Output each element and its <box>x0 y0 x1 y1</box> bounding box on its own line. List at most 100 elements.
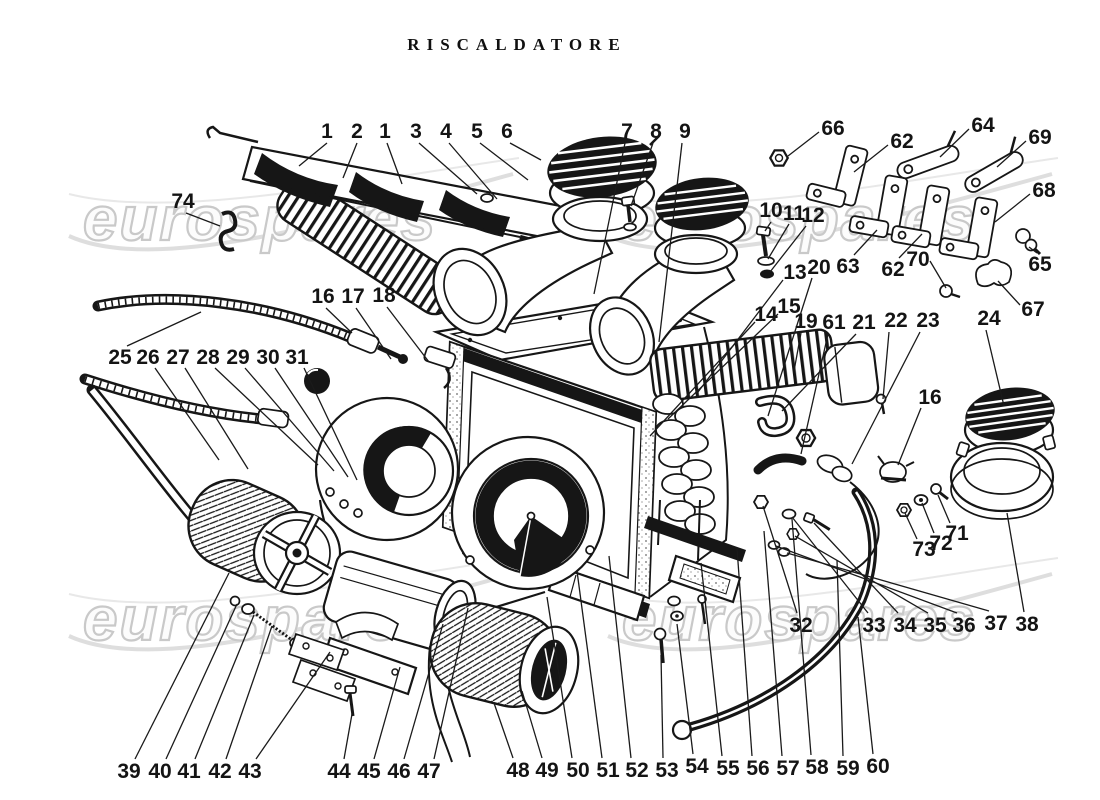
part-label-61[interactable]: 61 <box>822 311 846 334</box>
part-label-1[interactable]: 1 <box>321 120 333 143</box>
part-label-72[interactable]: 72 <box>929 532 952 555</box>
part-label-22[interactable]: 22 <box>884 309 907 332</box>
part-label-57[interactable]: 57 <box>776 757 799 780</box>
part-label-63[interactable]: 63 <box>836 255 859 278</box>
part-label-58[interactable]: 58 <box>805 756 829 779</box>
part-label-50[interactable]: 50 <box>566 759 589 782</box>
part-label-25[interactable]: 25 <box>108 346 132 369</box>
part-label-21[interactable]: 21 <box>852 311 876 334</box>
leader-line-66 <box>787 131 820 157</box>
leader-line-32 <box>762 505 798 614</box>
part-label-53[interactable]: 53 <box>655 759 678 782</box>
part-label-31[interactable]: 31 <box>285 346 309 369</box>
part-label-71[interactable]: 71 <box>945 522 969 545</box>
leader-line-47 <box>433 607 469 760</box>
leader-line-13 <box>697 279 784 393</box>
leader-line-56 <box>736 547 753 757</box>
part-label-66[interactable]: 66 <box>821 117 844 140</box>
motor-saddle <box>334 611 400 642</box>
part-label-35[interactable]: 35 <box>923 614 947 637</box>
leader-line-48 <box>493 702 514 759</box>
part-label-27[interactable]: 27 <box>166 346 189 369</box>
leader-line-30 <box>274 367 349 478</box>
part-label-26[interactable]: 26 <box>136 346 159 369</box>
part-label-60[interactable]: 60 <box>866 755 889 778</box>
part-label-12[interactable]: 12 <box>801 204 824 227</box>
part-label-62[interactable]: 62 <box>890 130 913 153</box>
part-label-20[interactable]: 20 <box>807 256 830 279</box>
part-label-16[interactable]: 16 <box>311 285 334 308</box>
part-label-73[interactable]: 73 <box>912 538 935 561</box>
part-label-13[interactable]: 13 <box>783 261 806 284</box>
part-label-51[interactable]: 51 <box>596 759 620 782</box>
part-label-42[interactable]: 42 <box>208 760 231 783</box>
part-label-24[interactable]: 24 <box>977 307 1001 330</box>
part-label-69[interactable]: 69 <box>1028 126 1051 149</box>
part-label-30[interactable]: 30 <box>256 346 279 369</box>
part-label-5[interactable]: 5 <box>471 120 483 143</box>
part-label-56[interactable]: 56 <box>746 757 769 780</box>
elbow-union <box>423 345 457 369</box>
part-label-9[interactable]: 9 <box>679 120 691 143</box>
part-label-37[interactable]: 37 <box>984 612 1007 635</box>
part-label-59[interactable]: 59 <box>836 757 859 780</box>
part-label-38[interactable]: 38 <box>1015 613 1039 636</box>
leader-line-52 <box>608 555 632 759</box>
part-label-45[interactable]: 45 <box>357 760 381 783</box>
part-label-55[interactable]: 55 <box>716 757 740 780</box>
leader-line-42 <box>225 625 273 760</box>
part-label-49[interactable]: 49 <box>535 759 558 782</box>
part-label-40[interactable]: 40 <box>148 760 171 783</box>
part-label-47[interactable]: 47 <box>417 760 440 783</box>
leader-line-29 <box>244 367 335 472</box>
part-label-46[interactable]: 46 <box>387 760 410 783</box>
part-label-68[interactable]: 68 <box>1032 179 1056 202</box>
part-label-1[interactable]: 1 <box>379 120 391 143</box>
leader-line-43 <box>255 651 331 760</box>
leader-line-71 <box>937 494 951 524</box>
part-label-54[interactable]: 54 <box>685 755 709 778</box>
part-label-36[interactable]: 36 <box>952 614 975 637</box>
part-label-64[interactable]: 64 <box>971 114 995 137</box>
part-label-16[interactable]: 16 <box>918 386 941 409</box>
part-label-67[interactable]: 67 <box>1021 298 1044 321</box>
bolt-70 <box>939 284 953 298</box>
part-label-23[interactable]: 23 <box>916 309 939 332</box>
leader-line-31 <box>303 367 358 481</box>
part-label-4[interactable]: 4 <box>440 120 452 143</box>
intake-duct-2 <box>589 257 736 376</box>
part-label-3[interactable]: 3 <box>410 120 422 143</box>
duct-mouth-inner <box>443 259 497 325</box>
part-label-15[interactable]: 15 <box>777 295 801 318</box>
part-label-28[interactable]: 28 <box>196 346 220 369</box>
part-label-70[interactable]: 70 <box>906 248 929 271</box>
part-label-18[interactable]: 18 <box>372 284 396 307</box>
hose-clamps-hooks <box>753 394 817 475</box>
leader-line-14 <box>649 321 756 437</box>
part-label-10[interactable]: 10 <box>759 199 782 222</box>
part-label-74[interactable]: 74 <box>171 190 195 213</box>
part-label-34[interactable]: 34 <box>893 614 917 637</box>
part-label-17[interactable]: 17 <box>341 285 364 308</box>
leader-line-36 <box>775 545 958 614</box>
part-label-39[interactable]: 39 <box>117 760 140 783</box>
part-label-8[interactable]: 8 <box>650 120 662 143</box>
part-label-52[interactable]: 52 <box>625 759 648 782</box>
part-label-43[interactable]: 43 <box>238 760 261 783</box>
part-label-33[interactable]: 33 <box>862 614 885 637</box>
part-label-19[interactable]: 19 <box>794 310 817 333</box>
capillary-tube <box>805 481 880 580</box>
part-label-41[interactable]: 41 <box>177 760 201 783</box>
part-label-2[interactable]: 2 <box>351 120 363 143</box>
part-label-6[interactable]: 6 <box>501 120 513 143</box>
part-label-44[interactable]: 44 <box>327 760 351 783</box>
part-label-65[interactable]: 65 <box>1028 253 1052 276</box>
vane-rod-hook <box>206 125 259 144</box>
part-label-48[interactable]: 48 <box>506 759 530 782</box>
part-label-7[interactable]: 7 <box>621 120 633 143</box>
part-label-29[interactable]: 29 <box>226 346 249 369</box>
part-label-11[interactable]: 11 <box>783 202 806 225</box>
part-label-14[interactable]: 14 <box>754 303 778 326</box>
part-label-62[interactable]: 62 <box>881 258 904 281</box>
leader-line-26 <box>154 367 220 461</box>
